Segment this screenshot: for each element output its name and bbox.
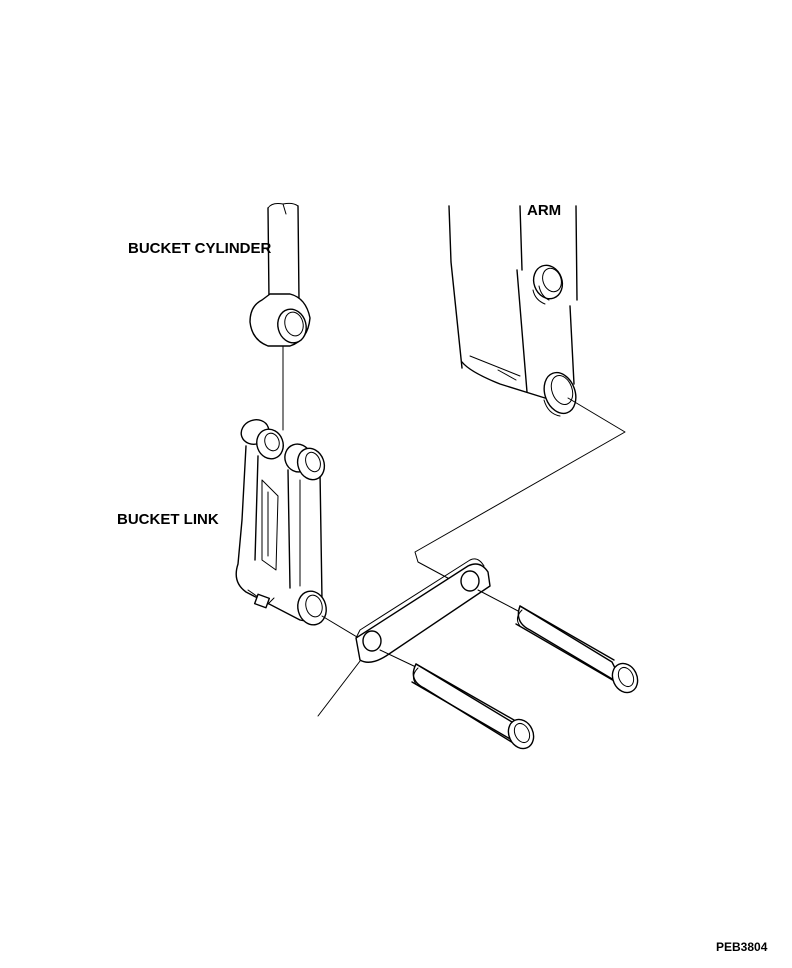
pin-lower — [379, 649, 535, 750]
bucket-link-part — [235, 419, 327, 626]
figure-code-label: PEB3804 — [716, 940, 768, 954]
bucket-cylinder-label: BUCKET CYLINDER — [128, 240, 272, 257]
pin-upper — [477, 589, 639, 694]
arm-part — [448, 205, 578, 417]
arm-label: ARM — [527, 202, 562, 219]
bucket-cylinder-part — [249, 202, 311, 347]
plate-part — [355, 558, 491, 663]
assembly-leader-lines — [282, 345, 626, 717]
bucket-link-label: BUCKET LINK — [117, 511, 219, 528]
